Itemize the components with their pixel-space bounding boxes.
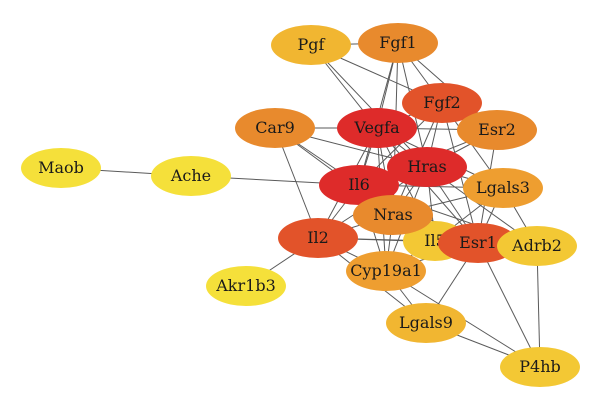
- node-il2[interactable]: Il2: [278, 218, 358, 258]
- node-ellipse: [353, 195, 433, 235]
- node-label: Akr1b3: [215, 276, 276, 295]
- node-ellipse: [497, 226, 577, 266]
- node-ellipse: [457, 110, 537, 150]
- node-ellipse: [358, 23, 438, 63]
- node-label: P4hb: [519, 357, 561, 376]
- node-label: Adrb2: [511, 236, 562, 255]
- node-ellipse: [463, 168, 543, 208]
- node-p4hb[interactable]: P4hb: [500, 347, 580, 387]
- edge-adrb2-p4hb: [536, 245, 541, 368]
- edge-pgf-hras: [310, 44, 428, 168]
- node-label: Il6: [348, 175, 370, 194]
- node-ache[interactable]: Ache: [151, 156, 231, 196]
- node-label: Lgals9: [399, 313, 453, 332]
- node-label: Cyp19a1: [350, 261, 422, 280]
- node-label: Fgf2: [423, 93, 460, 112]
- node-lgals9[interactable]: Lgals9: [386, 303, 466, 343]
- edge-esr1-p4hb: [477, 242, 541, 368]
- node-vegfa[interactable]: Vegfa: [337, 108, 417, 148]
- node-car9[interactable]: Car9: [235, 108, 315, 148]
- node-ellipse: [206, 266, 286, 306]
- node-il6[interactable]: Il6: [319, 165, 399, 205]
- node-ellipse: [278, 218, 358, 258]
- node-label: Maob: [38, 158, 84, 177]
- node-maob[interactable]: Maob: [21, 148, 101, 188]
- node-fgf1[interactable]: Fgf1: [358, 23, 438, 63]
- node-ellipse: [402, 83, 482, 123]
- node-fgf2[interactable]: Fgf2: [402, 83, 482, 123]
- node-lgals3[interactable]: Lgals3: [463, 168, 543, 208]
- node-ellipse: [386, 303, 466, 343]
- node-ellipse: [500, 347, 580, 387]
- node-label: Pgf: [298, 35, 326, 54]
- node-label: Ache: [170, 166, 211, 185]
- node-ellipse: [151, 156, 231, 196]
- node-ellipse: [346, 251, 426, 291]
- node-label: Lgals3: [476, 178, 530, 197]
- node-pgf[interactable]: Pgf: [271, 25, 351, 65]
- node-ellipse: [438, 223, 518, 263]
- node-ellipse: [21, 148, 101, 188]
- node-akr1b3[interactable]: Akr1b3: [206, 266, 286, 306]
- node-ellipse: [235, 108, 315, 148]
- node-ellipse: [387, 147, 467, 187]
- node-label: Hras: [407, 157, 446, 176]
- node-label: Esr2: [478, 120, 516, 139]
- node-label: Esr1: [459, 233, 497, 252]
- node-label: Il2: [307, 228, 329, 247]
- node-nras[interactable]: Nras: [353, 195, 433, 235]
- node-ellipse: [271, 25, 351, 65]
- node-esr1[interactable]: Esr1: [438, 223, 518, 263]
- node-esr2[interactable]: Esr2: [457, 110, 537, 150]
- node-label: Nras: [373, 205, 412, 224]
- node-cyp19a1[interactable]: Cyp19a1: [346, 251, 426, 291]
- node-label: Vegfa: [353, 118, 400, 137]
- node-label: Car9: [255, 118, 295, 137]
- node-ellipse: [319, 165, 399, 205]
- node-label: Fgf1: [379, 33, 416, 52]
- node-hras[interactable]: Hras: [387, 147, 467, 187]
- node-adrb2[interactable]: Adrb2: [497, 226, 577, 266]
- node-ellipse: [337, 108, 417, 148]
